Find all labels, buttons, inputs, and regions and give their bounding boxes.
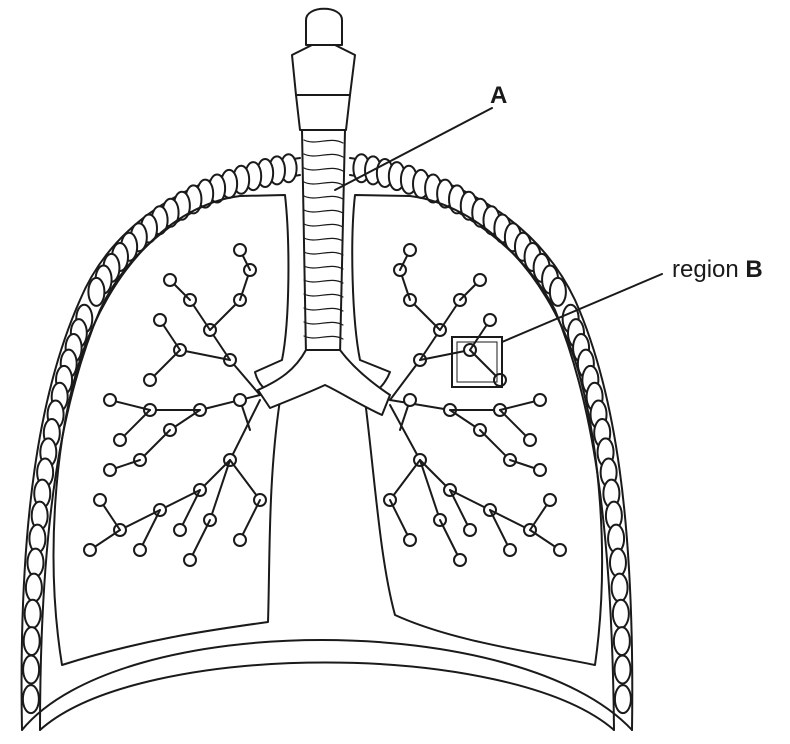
- rib-segment: [25, 600, 41, 628]
- alveolus: [484, 314, 496, 326]
- alveolus: [494, 374, 506, 386]
- bronchiole: [180, 350, 230, 360]
- region-b-box-inner: [457, 342, 497, 382]
- label-region-b-letter: B: [745, 256, 762, 283]
- alveolus: [174, 524, 186, 536]
- rib-segment: [615, 685, 631, 713]
- rib-segment: [614, 627, 630, 655]
- diaphragm-inner: [40, 663, 614, 731]
- rib-segment: [550, 278, 566, 306]
- bronchiole: [200, 395, 260, 410]
- rib-wall-left: [22, 158, 300, 730]
- alveolus: [404, 394, 416, 406]
- rib-segment: [27, 549, 43, 577]
- alveolus: [234, 534, 246, 546]
- trachea: [302, 130, 345, 355]
- alveolus: [144, 374, 156, 386]
- rib-segment: [613, 600, 629, 628]
- rib-segment: [26, 574, 42, 602]
- larynx: [292, 45, 355, 95]
- ribs-right: [353, 154, 631, 713]
- alveolus: [154, 314, 166, 326]
- rib-segment: [24, 627, 40, 655]
- rib-segment: [615, 656, 631, 684]
- bronchiole: [230, 460, 260, 500]
- alveolus: [474, 274, 486, 286]
- bronchiole: [420, 350, 470, 360]
- bronchi-right: [384, 244, 566, 566]
- alveolus: [554, 544, 566, 556]
- alveolus: [114, 434, 126, 446]
- bronchiole: [390, 460, 420, 500]
- alveolus: [544, 494, 556, 506]
- label-region-b: region B: [672, 258, 763, 282]
- rib-segment: [23, 685, 39, 713]
- alveolus: [524, 434, 536, 446]
- larynx-top: [306, 9, 342, 45]
- alveolus: [234, 394, 246, 406]
- alveolus: [84, 544, 96, 556]
- bronchiole: [390, 360, 420, 400]
- main-bronchi: [258, 350, 390, 415]
- rib-segment: [610, 549, 626, 577]
- label-a: A: [490, 84, 507, 108]
- rib-segment: [88, 278, 104, 306]
- alveolus: [184, 554, 196, 566]
- alveolus: [464, 524, 476, 536]
- alveolus: [104, 394, 116, 406]
- alveolus: [534, 464, 546, 476]
- alveolus: [164, 274, 176, 286]
- alveolus: [134, 544, 146, 556]
- alveolus: [234, 244, 246, 256]
- bronchiole: [390, 400, 450, 410]
- alveolus: [404, 244, 416, 256]
- alveolus: [404, 534, 416, 546]
- bronchiole: [230, 400, 260, 460]
- larynx-cricoid: [296, 95, 350, 130]
- label-region-b-prefix: region: [672, 256, 745, 283]
- alveolus: [504, 544, 516, 556]
- rib-wall-left-inner: [40, 175, 300, 730]
- alveolus: [454, 554, 466, 566]
- alveolus: [534, 394, 546, 406]
- rib-segment: [23, 656, 39, 684]
- rib-wall-right-inner: [350, 175, 614, 730]
- rib-segment: [612, 574, 628, 602]
- alveolus: [94, 494, 106, 506]
- alveolus: [104, 464, 116, 476]
